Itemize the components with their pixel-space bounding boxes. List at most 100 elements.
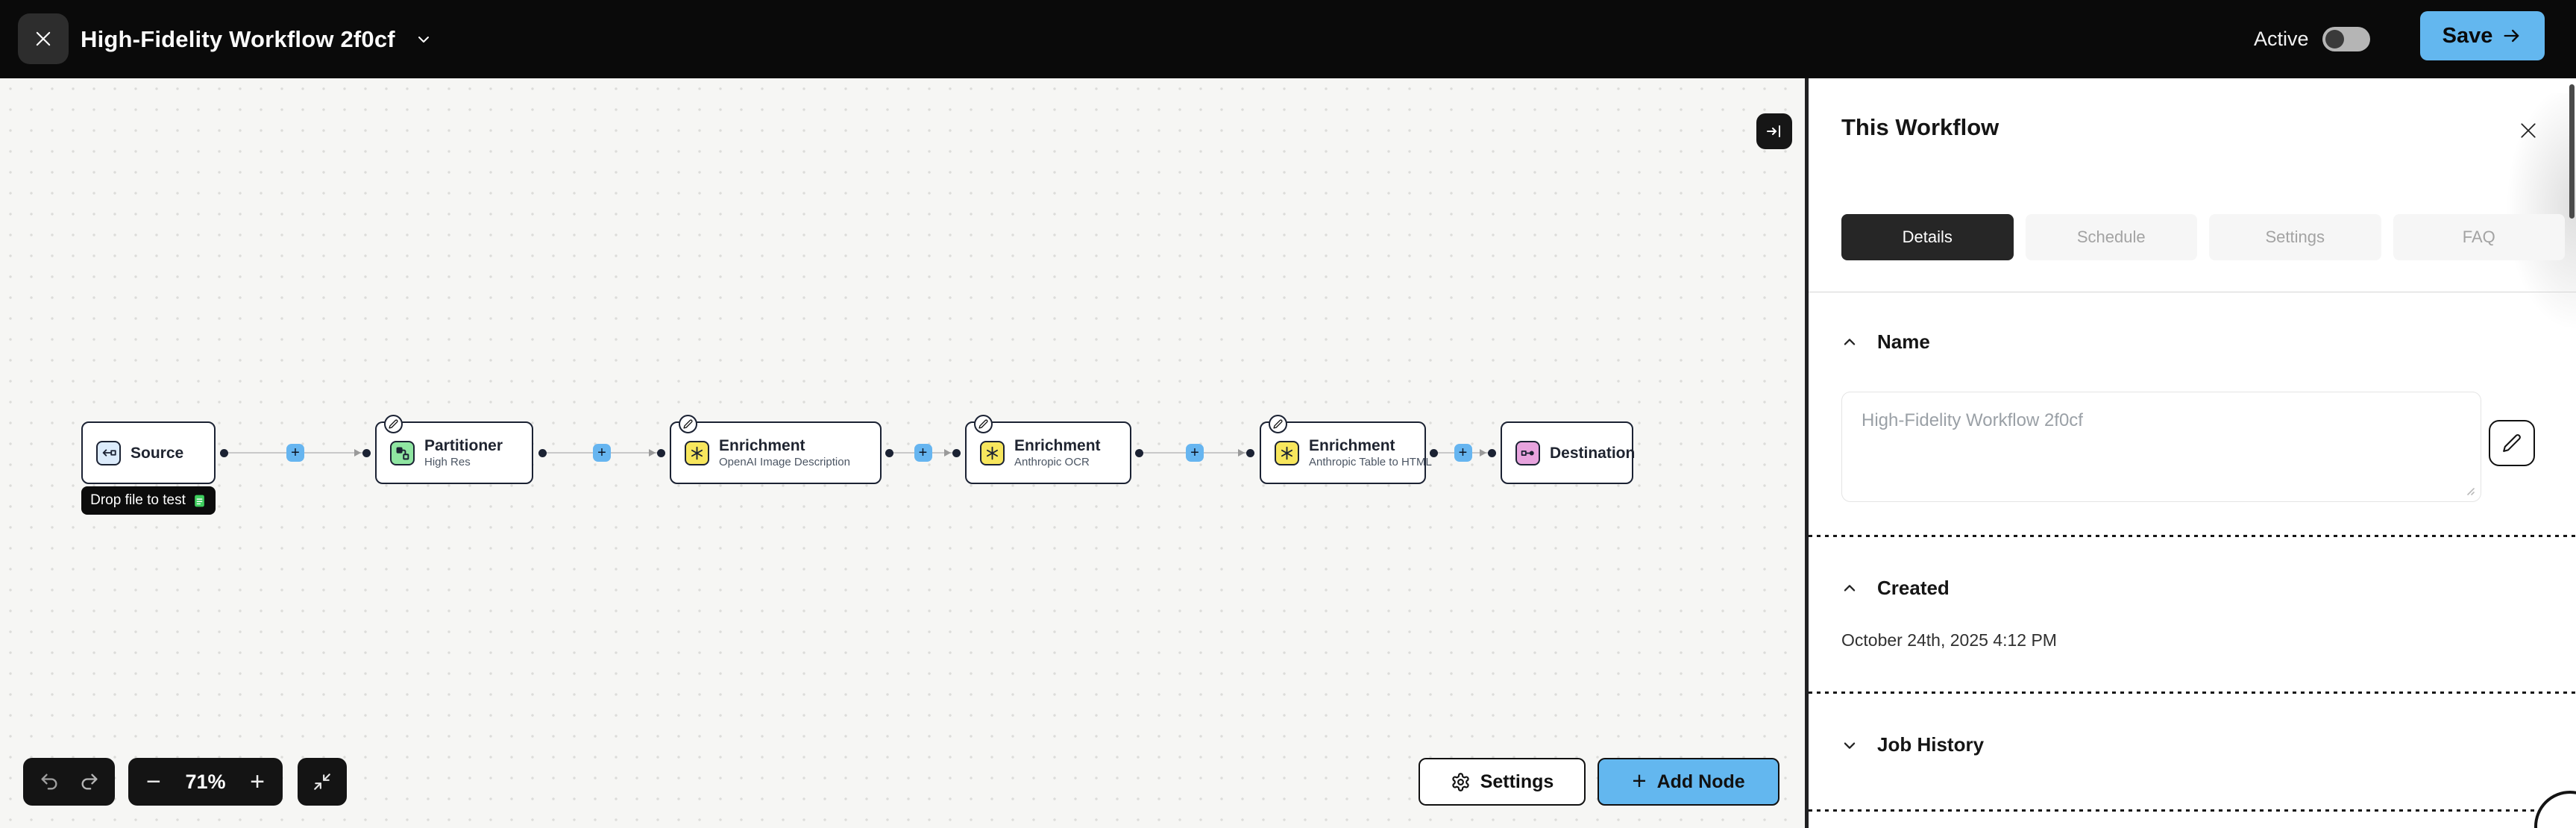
drop-file-label: Drop file to test <box>90 492 186 508</box>
edit-node-badge[interactable] <box>384 415 403 433</box>
destination-icon <box>1515 440 1540 465</box>
edge-enrichment2-enrichment3: + <box>1135 444 1254 462</box>
zoom-level: 71% <box>185 770 226 793</box>
edge-target-handle[interactable] <box>952 448 961 457</box>
asterisk-icon <box>1275 440 1299 465</box>
canvas-settings-button[interactable]: Settings <box>1419 758 1586 806</box>
close-icon <box>2521 123 2536 138</box>
panel-scrollbar[interactable] <box>2569 84 2575 219</box>
edge-target-handle[interactable] <box>1246 448 1254 457</box>
tab-details[interactable]: Details <box>1841 214 2014 260</box>
node-title: Enrichment <box>1309 437 1395 454</box>
tab-faq[interactable]: FAQ <box>2393 214 2565 260</box>
pencil-icon <box>2503 434 2521 452</box>
edit-node-badge[interactable] <box>974 415 993 433</box>
workflow-name-input[interactable]: High-Fidelity Workflow 2f0cf <box>1841 392 2481 502</box>
redo-button[interactable] <box>79 771 100 792</box>
edge-source-handle[interactable] <box>538 448 547 457</box>
toggle-knob <box>2325 30 2344 48</box>
panel-tabs: Details Schedule Settings FAQ <box>1841 214 2565 260</box>
edge-target-handle[interactable] <box>657 448 665 457</box>
section-divider <box>1809 809 2576 812</box>
zoom-toolbar: − 71% + <box>128 758 283 806</box>
workflow-title-dropdown[interactable]: High-Fidelity Workflow 2f0cf <box>81 0 433 78</box>
edge-arrowhead <box>354 449 361 457</box>
pencil-icon <box>978 419 988 429</box>
node-subtitle: High Res <box>424 456 471 468</box>
source-import-icon <box>96 440 121 465</box>
zoom-out-button[interactable]: − <box>146 768 161 796</box>
edge-source-partitioner: + <box>220 444 371 462</box>
node-source[interactable]: Source <box>81 421 216 484</box>
floating-widget-partial[interactable] <box>2534 791 2576 828</box>
workflow-details-panel: This Workflow Details Schedule Settings … <box>1805 78 2576 828</box>
node-subtitle: OpenAI Image Description <box>719 456 850 468</box>
collapse-panel-button[interactable] <box>1756 113 1792 149</box>
tab-schedule[interactable]: Schedule <box>2025 214 2197 260</box>
created-section-header[interactable]: Created <box>1841 577 1950 600</box>
insert-node-button[interactable]: + <box>593 444 611 462</box>
panel-title: This Workflow <box>1841 114 1999 140</box>
node-enrichment-anthropic-ocr[interactable]: Enrichment Anthropic OCR <box>965 415 1131 484</box>
zoom-in-button[interactable]: + <box>250 768 265 796</box>
job-history-section-label: Job History <box>1877 733 1985 756</box>
edge-target-handle[interactable] <box>1488 448 1496 457</box>
edit-name-button[interactable] <box>2489 420 2535 466</box>
add-node-button[interactable]: + Add Node <box>1598 758 1779 806</box>
edge-target-handle[interactable] <box>362 448 371 457</box>
fit-view-toolbar <box>298 758 347 806</box>
asterisk-icon <box>685 440 709 465</box>
chevron-down-icon <box>1844 741 1856 749</box>
section-divider <box>1809 691 2576 694</box>
pencil-icon <box>683 419 693 429</box>
plus-icon: + <box>1632 767 1647 794</box>
created-timestamp: October 24th, 2025 4:12 PM <box>1841 630 2057 650</box>
workflow-canvas[interactable]: Source Drop file to test + Partitione <box>0 78 1805 828</box>
node-enrichment-openai-image[interactable]: Enrichment OpenAI Image Description <box>670 415 882 484</box>
pencil-icon <box>389 419 398 429</box>
edge-partitioner-enrichment1: + <box>538 444 665 462</box>
node-title: Destination <box>1550 444 1636 462</box>
save-label: Save <box>2442 23 2493 48</box>
edge-enrichment3-destination: + <box>1430 444 1496 462</box>
node-title: Enrichment <box>1014 437 1101 454</box>
job-history-section-header[interactable]: Job History <box>1841 733 1984 756</box>
edge-source-handle[interactable] <box>1135 448 1143 457</box>
save-button[interactable]: Save <box>2420 11 2545 60</box>
panel-close-button[interactable] <box>2513 116 2543 145</box>
drop-file-hint[interactable]: Drop file to test <box>81 486 216 515</box>
active-toggle[interactable] <box>2322 27 2370 51</box>
workflow-icon <box>390 440 415 465</box>
edge-enrichment1-enrichment2: + <box>885 444 961 462</box>
name-section-header[interactable]: Name <box>1841 330 1930 354</box>
node-destination[interactable]: Destination <box>1501 421 1636 484</box>
undo-button[interactable] <box>39 771 60 792</box>
insert-node-button[interactable]: + <box>914 444 932 462</box>
tab-settings[interactable]: Settings <box>2209 214 2381 260</box>
minimize-icon <box>314 774 330 790</box>
edit-node-badge[interactable] <box>1269 415 1287 433</box>
edge-source-handle[interactable] <box>1430 448 1438 457</box>
canvas-settings-label: Settings <box>1480 771 1554 792</box>
active-label: Active <box>2254 28 2309 50</box>
chevron-up-icon <box>1844 584 1856 592</box>
created-section-label: Created <box>1877 577 1950 599</box>
edge-source-handle[interactable] <box>885 448 893 457</box>
node-enrichment-anthropic-table[interactable]: Enrichment Anthropic Table to HTML <box>1260 415 1432 484</box>
chevron-up-icon <box>1844 338 1856 345</box>
redo-icon <box>81 774 97 790</box>
node-partitioner[interactable]: Partitioner High Res <box>375 415 533 484</box>
workflow-title: High-Fidelity Workflow 2f0cf <box>81 25 395 52</box>
insert-node-button[interactable]: + <box>1186 444 1204 462</box>
insert-node-button[interactable]: + <box>1454 444 1472 462</box>
edit-node-badge[interactable] <box>679 415 697 433</box>
fit-view-button[interactable] <box>312 772 332 791</box>
edge-source-handle[interactable] <box>220 448 228 457</box>
insert-node-button[interactable]: + <box>286 444 304 462</box>
name-section-label: Name <box>1877 330 1930 353</box>
node-title: Source <box>131 444 184 462</box>
panel-collapse-right-icon <box>1767 125 1780 137</box>
chevron-down-icon <box>418 36 429 43</box>
close-workflow-button[interactable] <box>18 13 69 64</box>
